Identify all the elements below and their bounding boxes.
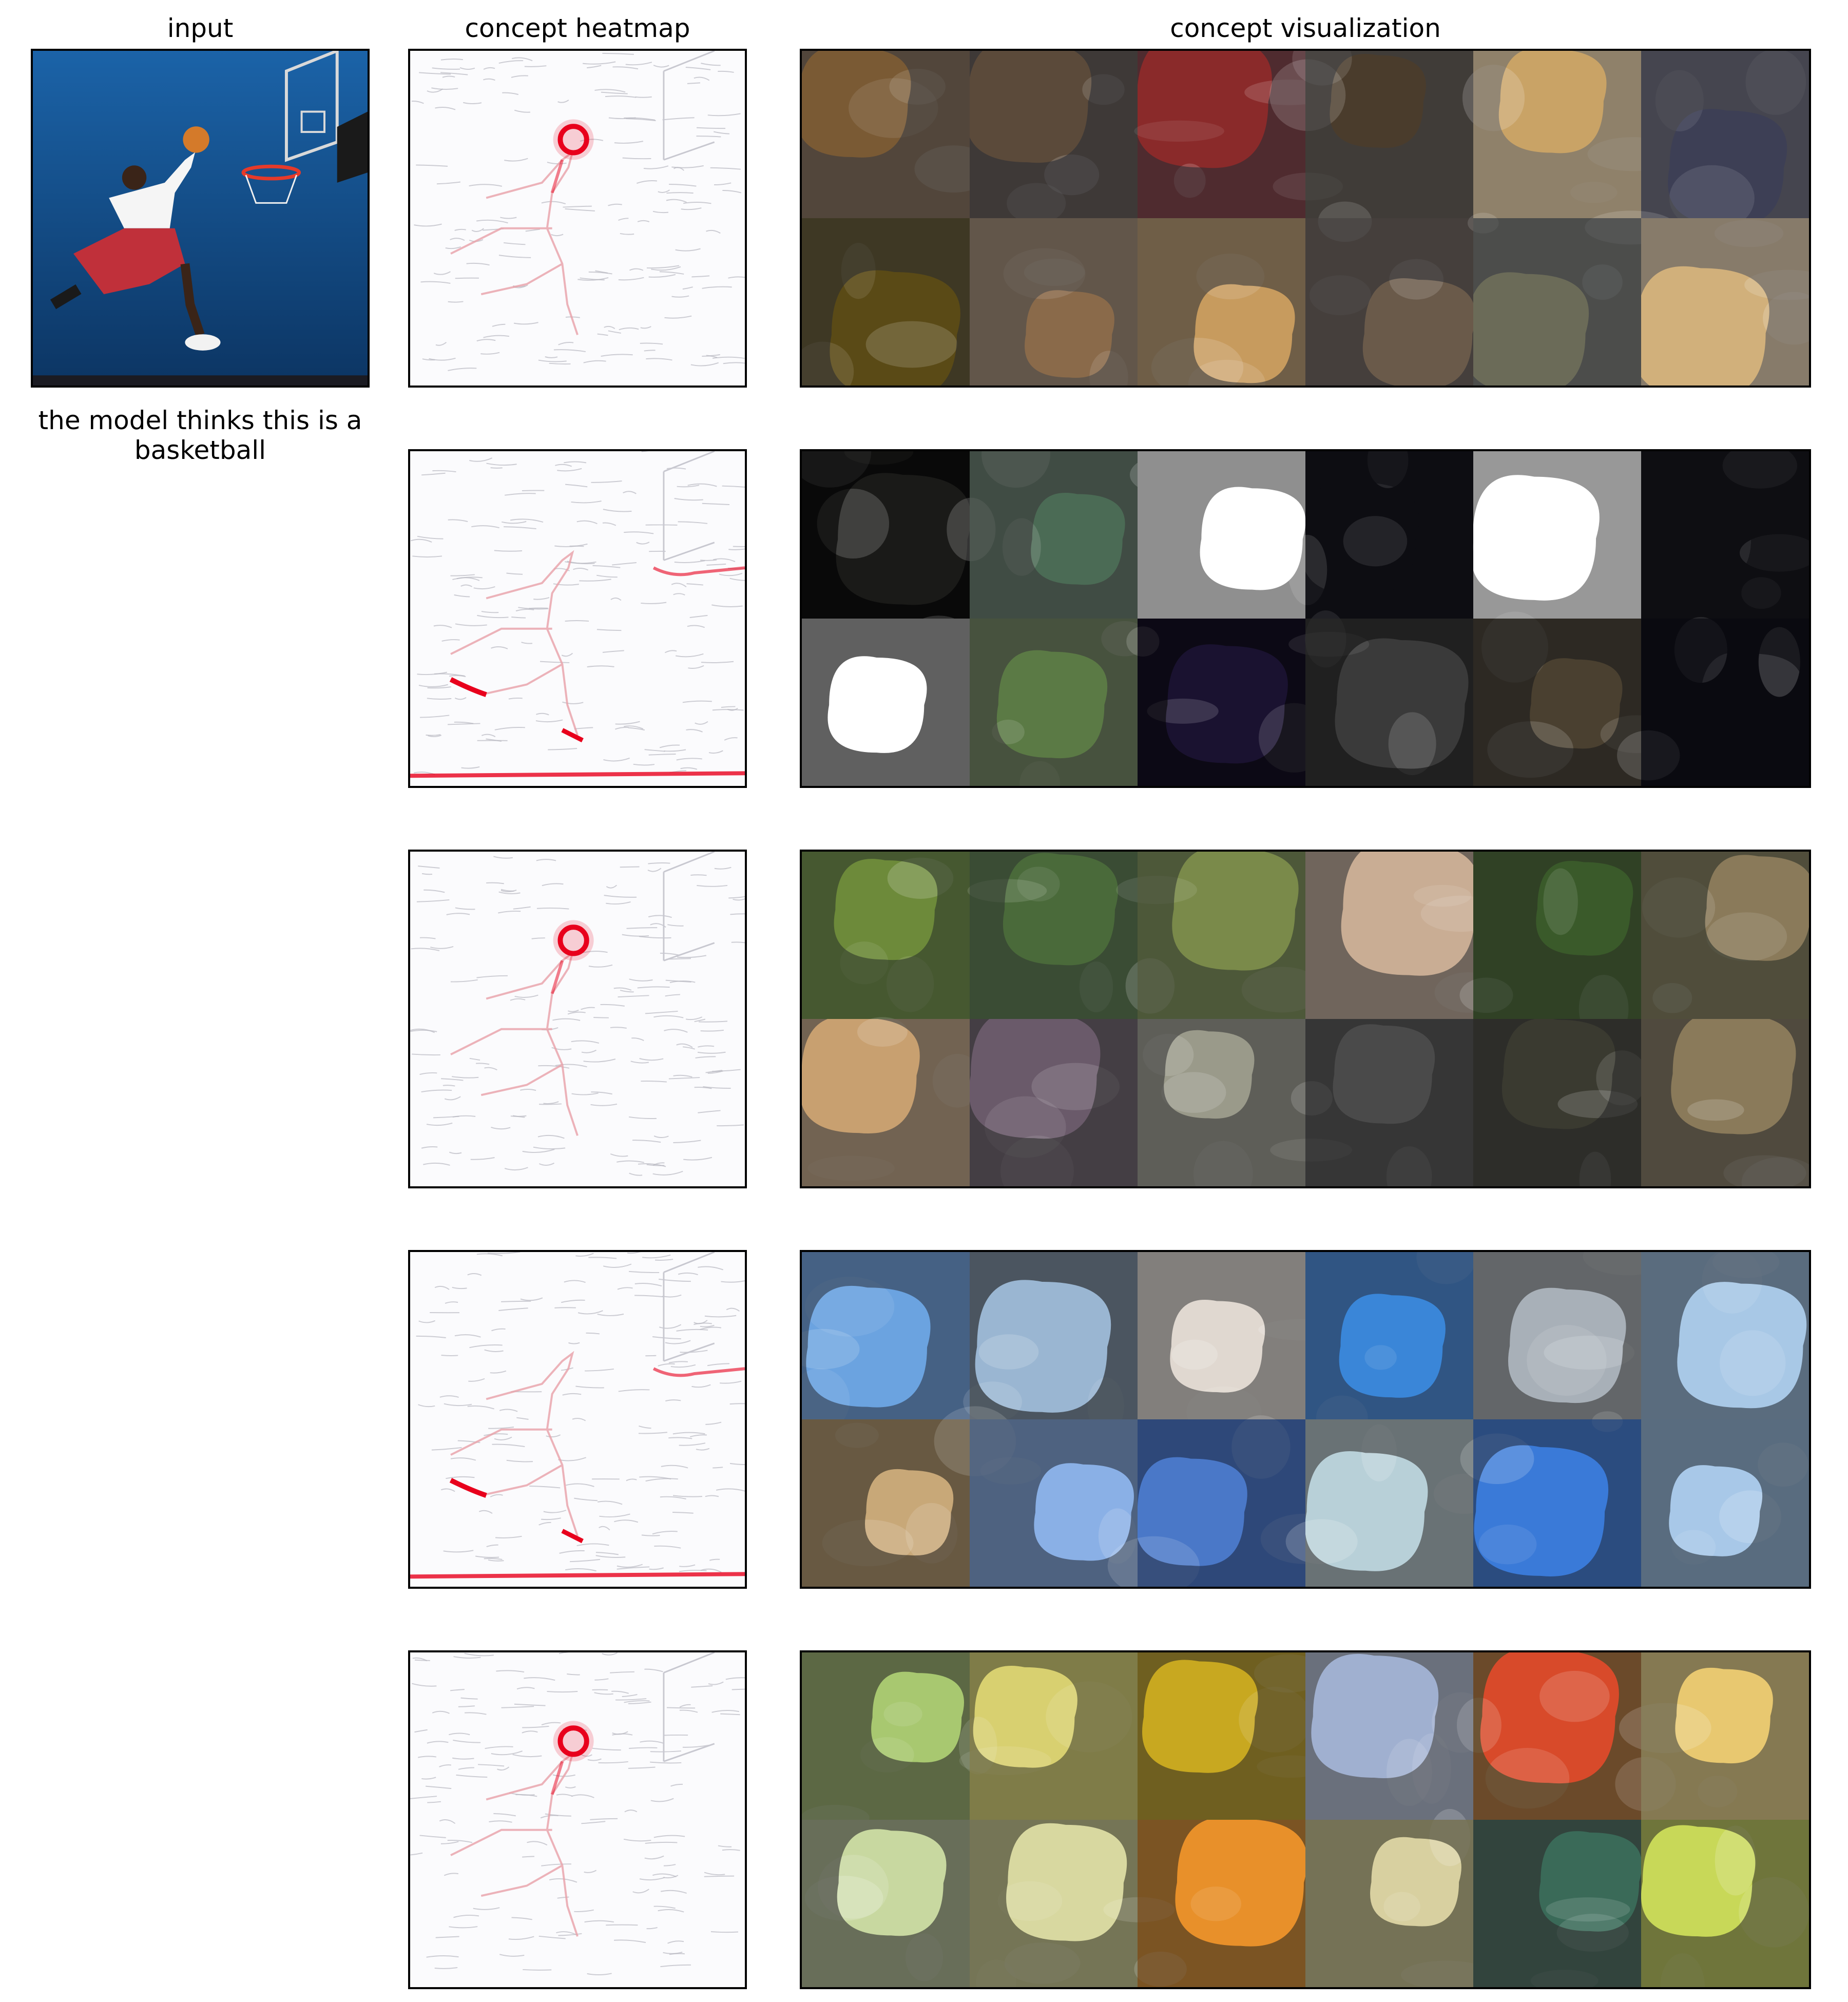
concept-3-tile-1 [802,852,970,1019]
concept-3-tile-6 [1641,852,1809,1019]
concept-heatmap-2 [408,449,747,788]
concept-visualization-5 [800,1650,1811,1989]
concept-2-tile-1 [802,451,970,619]
concept-1-tile-2 [970,51,1138,224]
concept-4-tile-6 [1641,1252,1809,1419]
concept-4-tile-11 [1460,1411,1641,1587]
concept-heatmap-4 [408,1250,747,1589]
concept-5-tile-9 [1103,1820,1305,1987]
concept-3-tile-11 [1473,1019,1648,1186]
concept-3-tile-3 [1116,852,1323,1019]
concept-4-tile-1 [802,1252,970,1432]
concept-visualization-3 [800,850,1811,1188]
concept-2-tile-3 [1129,451,1305,619]
concept-1-tile-10 [1305,201,1473,386]
concept-5-tile-1 [802,1652,970,1831]
concept-visualization-1 [800,49,1811,388]
concept-1-tile-4 [1269,51,1473,218]
concept-4-tile-8 [934,1406,1138,1587]
concept-visualization-4 [800,1250,1811,1589]
concept-2-tile-6 [1641,451,1809,619]
concept-heatmap-3 [408,850,747,1188]
concept-4-tile-12 [1641,1419,1809,1587]
concept-visualization-2 [800,449,1811,788]
concept-1-tile-8 [970,218,1138,386]
concept-2-tile-2 [947,451,1138,619]
column-title-input: input [167,13,234,43]
concept-2-tile-4 [1288,451,1473,619]
concept-heatmap-5 [408,1650,747,1989]
concept-4-tile-10 [1285,1419,1495,1587]
prediction-caption: the model thinks this is a basketball [38,406,362,465]
concept-1-tile-3 [1134,51,1335,218]
input-image [31,49,370,388]
concept-5-tile-11 [1473,1820,1641,1987]
concept-1-tile-5 [1462,51,1679,218]
concept-5-tile-10 [1305,1808,1492,1987]
concept-5-tile-6 [1615,1652,1809,1820]
concept-4-tile-3 [1138,1252,1349,1438]
column-title-heatmap: concept heatmap [465,13,690,43]
concept-3-tile-8 [970,1019,1138,1186]
concept-2-tile-12 [1617,617,1809,786]
concept-2-tile-11 [1473,611,1673,786]
concept-4-tile-2 [963,1252,1138,1435]
concept-3-tile-5 [1459,852,1641,1043]
concept-2-tile-8 [970,619,1148,786]
concept-1-tile-6 [1641,51,1809,232]
concept-1-tile-11 [1467,210,1677,386]
concept-3-tile-12 [1641,1019,1809,1186]
concept-3-tile-10 [1270,1019,1473,1186]
concept-5-tile-12 [1641,1820,1809,1987]
concept-2-tile-9 [1126,619,1330,786]
concept-3-tile-9 [1138,1019,1305,1186]
column-title-visualization: concept visualization [1170,13,1441,43]
concept-5-tile-2 [958,1652,1138,1820]
concept-5-tile-5 [1456,1652,1641,1820]
concept-heatmap-1 [408,49,747,388]
concept-4-tile-4 [1305,1252,1476,1440]
concept-4-tile-7 [802,1419,970,1587]
concept-1-tile-7 [802,218,970,386]
concept-3-tile-2 [967,852,1138,1019]
concept-2-tile-7 [802,615,970,786]
concept-1-tile-12 [1641,218,1809,386]
concept-5-tile-7 [802,1820,970,1987]
concept-2-tile-5 [1473,451,1653,619]
concept-5-tile-8 [970,1820,1138,1987]
concept-4-tile-9 [1107,1415,1346,1587]
concept-2-tile-10 [1288,610,1473,786]
concept-5-tile-3 [1138,1652,1326,1820]
concept-1-tile-9 [1138,218,1305,386]
concept-1-tile-1 [802,51,993,218]
concept-3-tile-7 [802,1017,983,1186]
